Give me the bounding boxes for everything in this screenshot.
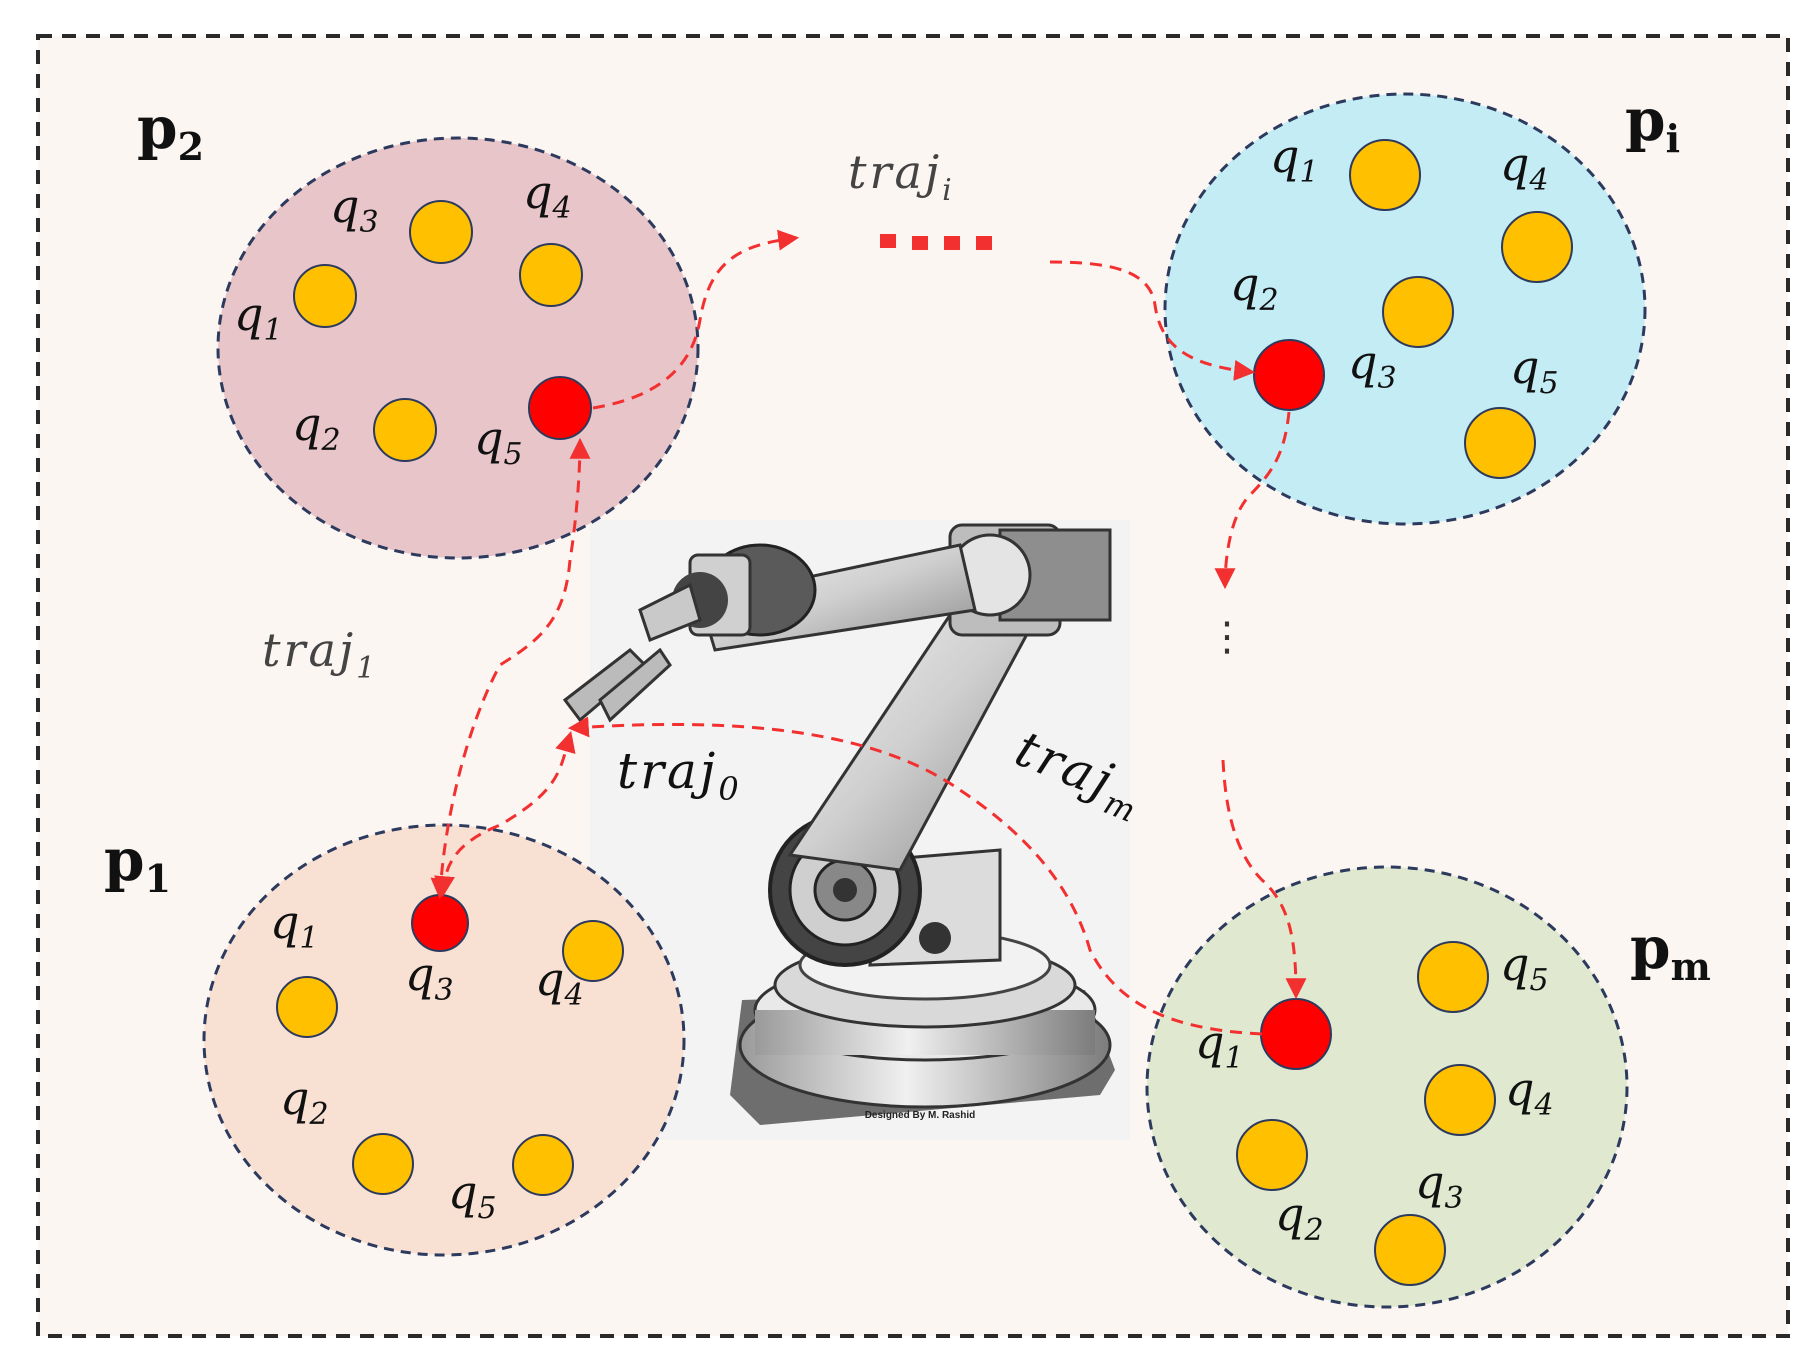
pi-node-q3	[1382, 276, 1454, 348]
pi-label-q1: q1	[1270, 129, 1319, 190]
traj-pm-in-path	[1221, 759, 1307, 1000]
p2-node-q1	[293, 264, 357, 328]
p2-node-q3	[409, 200, 473, 264]
traj-i-path	[1049, 260, 1256, 381]
traj-1-path	[430, 437, 591, 900]
p2-label-q5: q5	[474, 411, 523, 472]
nodes-pi	[1253, 139, 1573, 479]
traj-1-label: traj1	[262, 623, 378, 686]
pi-node-q5	[1464, 407, 1536, 479]
pm-label-q1: q1	[1195, 1015, 1244, 1076]
group-label-p1: p1	[104, 826, 171, 901]
p1-node-q3-active	[411, 894, 469, 952]
group-label-pi: pi	[1625, 86, 1680, 161]
pm-label-q5: q5	[1500, 937, 1549, 998]
pm-node-q5	[1417, 941, 1489, 1013]
p2-node-q2	[373, 398, 437, 462]
p1-label-q3: q3	[405, 947, 454, 1008]
robot-arm-icon: Designed By M. Rashid	[562, 523, 1115, 1125]
pm-node-q3	[1374, 1214, 1446, 1286]
pi-label-q3: q3	[1348, 335, 1397, 396]
p2-label-q1: q1	[234, 287, 283, 348]
traj-p2-out-path	[592, 229, 800, 410]
p2-label-q4: q4	[523, 165, 572, 226]
traj-m-path	[567, 716, 1263, 1036]
pm-node-q1-active	[1260, 998, 1332, 1070]
pm-label-q2: q2	[1275, 1187, 1324, 1248]
nodes-p2	[293, 200, 592, 462]
pm-node-q2	[1236, 1119, 1308, 1191]
p1-label-q4: q4	[535, 952, 584, 1013]
group-p2-circle	[216, 136, 700, 560]
pm-label-q3: q3	[1415, 1155, 1464, 1216]
p2-node-q4	[519, 243, 583, 307]
pm-label-q4: q4	[1505, 1062, 1554, 1123]
p1-node-q2	[352, 1133, 414, 1195]
nodes-pm	[1236, 941, 1496, 1286]
robot-caption: Designed By M. Rashid	[865, 1110, 976, 1121]
p1-label-q5: q5	[448, 1165, 497, 1226]
p1-label-q2: q2	[280, 1071, 329, 1132]
pi-label-q2: q2	[1230, 257, 1279, 318]
pi-node-q4	[1501, 211, 1573, 283]
p2-label-q3: q3	[330, 179, 379, 240]
path-ellipsis: ⋮	[1207, 614, 1247, 660]
trajectories	[430, 229, 1307, 1036]
group-label-p2: p2	[137, 94, 204, 169]
pi-node-q2-active	[1253, 339, 1325, 411]
p1-node-q4	[562, 920, 624, 982]
traj-0-label: traj0	[617, 742, 742, 808]
group-pm-circle	[1145, 865, 1629, 1309]
traj-pi-out-path	[1214, 411, 1291, 590]
traj-i-dashes	[880, 234, 992, 250]
group-label-pm: pm	[1630, 914, 1711, 989]
pm-node-q4	[1424, 1064, 1496, 1136]
p2-label-q2: q2	[292, 397, 341, 458]
node-labels: q3 q4 q1 q2 q5 q1 q4 q2 q3 q5 q1 q3 q4 q…	[234, 129, 1559, 1248]
pi-label-q4: q4	[1500, 137, 1549, 198]
p1-label-q1: q1	[270, 895, 319, 956]
traj-i-label: traji	[848, 145, 955, 208]
p1-node-q5	[512, 1134, 574, 1196]
nodes-p1	[276, 894, 624, 1196]
p1-node-q1	[276, 976, 338, 1038]
p2-node-q5-active	[528, 376, 592, 440]
pi-node-q1	[1349, 139, 1421, 211]
pi-label-q5: q5	[1510, 340, 1559, 401]
